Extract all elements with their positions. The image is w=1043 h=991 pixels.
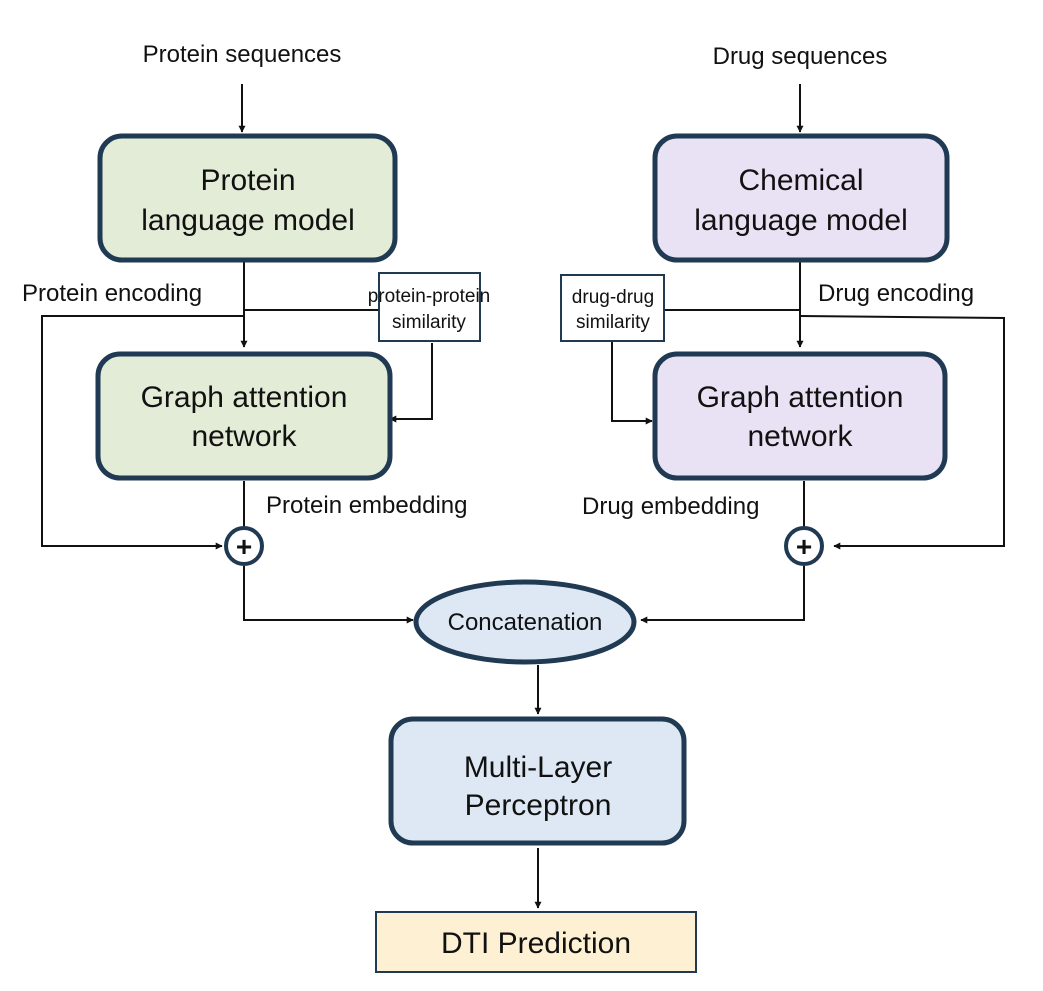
concatenation-node: Concatenation [413,579,637,665]
protein-language-model-box: Protein language model [97,133,398,263]
protein-similarity-label-line1: protein-protein [368,286,491,307]
protein-sequences-label: Protein sequences [143,41,342,68]
protein-embedding-label: Protein embedding [266,492,467,519]
protein-similarity-box: protein-protein similarity [368,272,491,342]
drug-gat-label-line2: network [747,420,853,453]
protein-language-model-label-line2: language model [141,204,355,237]
protein-similarity-label-line2: similarity [392,312,466,333]
connectors [41,84,1005,909]
protein-language-model-label-line1: Protein [200,164,295,197]
protein-add-operator: + [224,526,264,566]
protein-encoding-label: Protein encoding [22,280,202,307]
arrow-drug-to-concat [640,566,805,624]
drug-add-operator: + [784,526,824,566]
drug-similarity-label-line1: drug-drug [572,287,654,308]
dti-prediction-label: DTI Prediction [441,927,631,960]
drug-embedding-label: Drug embedding [582,493,759,520]
arrow-protein-to-concat [243,566,414,624]
multi-layer-perceptron-box: Multi-Layer Perceptron [388,716,687,846]
arrow-drug-similarity [611,342,653,425]
chemical-language-model-label-line1: Chemical [738,164,863,197]
protein-encoding-skip [41,315,244,550]
arrow-protein-similarity [389,343,433,423]
concatenation-label: Concatenation [448,609,603,636]
protein-gat-label-line2: network [191,420,297,453]
plus-icon: + [796,531,812,562]
protein-graph-attention-network-box: Graph attention network [95,351,393,481]
dti-prediction-box: DTI Prediction [375,911,697,973]
drug-gat-label-line1: Graph attention [697,381,904,414]
drug-sequences-label: Drug sequences [713,43,888,70]
mlp-label-line1: Multi-Layer [464,751,612,784]
drug-similarity-label-line2: similarity [576,312,650,333]
mlp-label-line2: Perceptron [465,789,612,822]
chemical-language-model-box: Chemical language model [652,133,950,263]
drug-similarity-box: drug-drug similarity [560,274,665,342]
drug-encoding-label: Drug encoding [818,280,974,307]
protein-gat-label-line1: Graph attention [141,381,348,414]
plus-icon: + [236,531,252,562]
drug-graph-attention-network-box: Graph attention network [652,351,948,481]
drug-encoding-skip [799,315,1005,550]
chemical-language-model-label-line2: language model [694,204,908,237]
